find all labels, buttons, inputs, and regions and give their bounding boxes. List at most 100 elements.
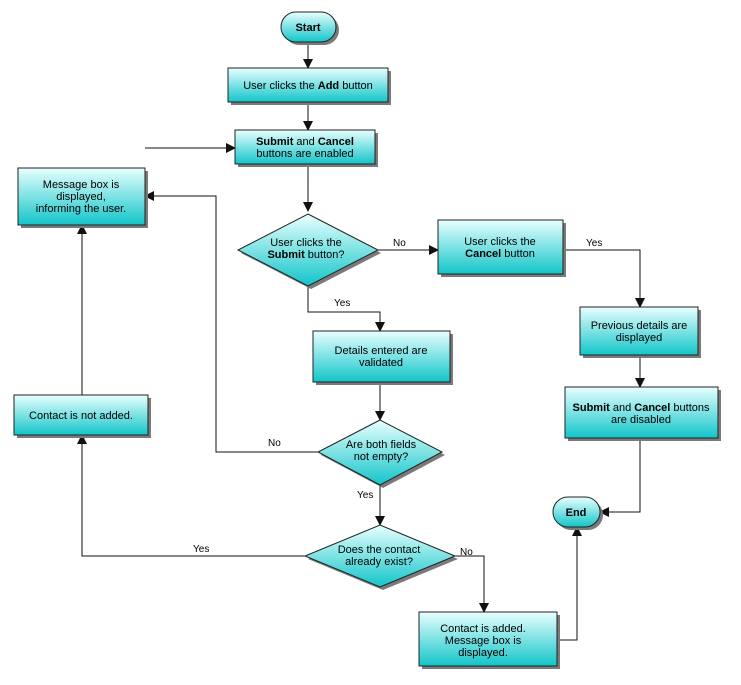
label-text: Does the contact [338,544,421,556]
empty-yes-label: Yes [357,490,373,501]
label-bold-text: Cancel [634,402,670,414]
label-text: Contact is not added. [29,410,133,422]
label-text: already exist? [345,556,413,568]
edge-submit-yes [307,286,385,332]
label-text: Contact is added. [440,623,526,635]
label-line: Submit and Cancel [256,136,354,148]
label-line: displayed [616,332,662,344]
cancel-yes-label: Yes [586,238,602,249]
add-button-step: User clicks the Add button [227,67,391,105]
label-text: button? [305,249,345,261]
label-text: Are both fields [346,439,417,451]
edge-exist-no [455,555,489,613]
empty-no-label: No [268,438,281,449]
label-line: not empty? [354,451,408,463]
label-text: button [501,248,535,260]
label-text: button [339,80,373,92]
contact-not-added-step: Contact is not added. [13,394,151,438]
start-label: Start [295,22,320,34]
label-line: User clicks the Add button [243,80,373,92]
label-text: Previous details are [591,320,688,332]
edge-exist-yes [77,434,305,557]
label-text: not empty? [354,451,408,463]
end-label: End [566,507,587,519]
label-line: validated [359,357,403,369]
submit-yes-label: Yes [334,298,350,309]
label-bold-text: Cancel [465,248,501,260]
label-text: displayed, [56,191,106,203]
label-line: User clicks the [270,237,342,249]
label-text: User clicks the [243,80,318,92]
start-terminator: Start [280,11,339,45]
label-text: User clicks the [464,236,536,248]
label-line: are disabled [611,414,671,426]
label-line: Message box is [445,635,522,647]
label-text: and [610,402,634,414]
label-text: buttons are enabled [256,148,353,160]
label-line: Contact is not added. [29,410,133,422]
label-line: Details entered are [335,345,428,357]
label-bold-text: Submit [256,136,294,148]
exist-yes-label: Yes [193,544,209,555]
add-button-step-label: User clicks the Add button [243,80,373,92]
label-text: Details entered are [335,345,428,357]
label-text: buttons [670,402,710,414]
label-text: User clicks the [270,237,342,249]
label-text: validated [359,357,403,369]
label-line: Are both fields [346,439,417,451]
label-line: Start [295,22,320,34]
label-text: Message box is [43,179,120,191]
label-bold-text: Start [295,22,320,34]
label-bold-text: Submit [267,249,305,261]
label-line: buttons are enabled [256,148,353,160]
label-line: Contact is added. [440,623,526,635]
label-line: Message box is [43,179,120,191]
label-line: displayed. [458,647,508,659]
label-line: Submit and Cancel buttons [573,402,710,414]
edge-empty-no [144,191,318,453]
label-line: Does the contact [338,544,421,556]
edge-cancel-yes [563,249,645,308]
label-line: Submit button? [267,249,344,261]
exist-no-label: No [460,547,473,558]
label-line: Previous details are [591,320,688,332]
edge-disabled-to-end [599,438,641,517]
label-text: and [293,136,317,148]
label-text: Message box is [445,635,522,647]
label-line: End [566,507,587,519]
label-text: displayed [616,332,662,344]
end-terminator: End [552,496,603,530]
label-line: Cancel button [465,248,535,260]
label-bold-text: Submit [573,402,611,414]
label-line: displayed, [56,191,106,203]
label-text: displayed. [458,647,508,659]
contact-not-added-label: Contact is not added. [29,410,133,422]
label-text: informing the user. [36,203,127,215]
label-bold-text: Add [318,80,339,92]
label-line: User clicks the [464,236,536,248]
submit-no-label: No [393,238,406,249]
edge-added-to-end [557,526,582,641]
label-line: informing the user. [36,203,127,215]
